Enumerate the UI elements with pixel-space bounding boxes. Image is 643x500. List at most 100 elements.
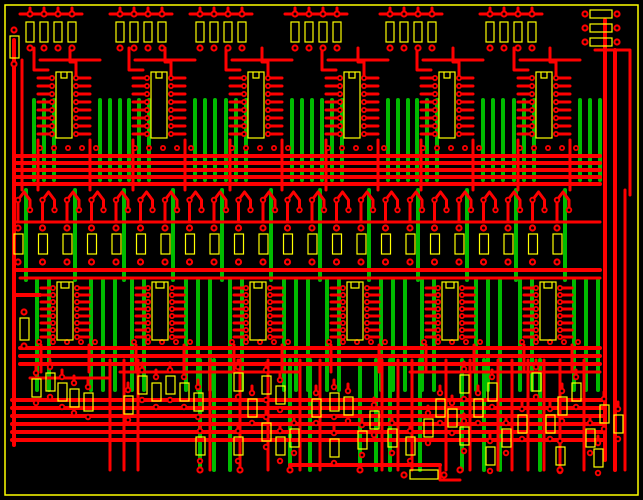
pad-hole: [140, 368, 144, 372]
pad-hole: [450, 401, 454, 405]
pad-hole: [244, 286, 248, 290]
pad-hole: [242, 108, 246, 112]
pad-hole: [114, 260, 118, 264]
mid-resistor-outline: [454, 233, 465, 255]
pad-hole: [187, 260, 192, 264]
pad-hole: [368, 146, 372, 150]
pad-hole: [266, 100, 270, 104]
top-resistor-outline: [290, 21, 300, 43]
pad-hole: [574, 405, 578, 409]
pad-hole: [146, 335, 150, 339]
pad-hole: [554, 132, 558, 136]
top-resistor-outline: [332, 21, 342, 43]
pad-hole: [75, 300, 79, 304]
pad-hole: [240, 12, 244, 16]
pad-hole: [41, 198, 44, 202]
bottom-resistor-outline: [31, 378, 42, 398]
pad-hole: [146, 300, 150, 304]
pad-hole: [34, 401, 38, 405]
pad-hole: [326, 146, 330, 150]
pad-hole: [457, 198, 461, 202]
top-resistor-outline: [115, 21, 125, 43]
pad-hole: [138, 226, 143, 230]
bottom-resistor-outline: [195, 436, 206, 456]
diamond-trace: [310, 190, 326, 212]
pad-hole: [335, 198, 338, 202]
top-trace: [548, 46, 558, 80]
ic-notch: [155, 72, 163, 79]
pad-hole: [555, 260, 559, 264]
pad-hole: [278, 408, 282, 412]
pad-hole: [145, 116, 149, 120]
pad-hole: [341, 340, 345, 344]
pad-hole: [146, 328, 150, 332]
pad-hole: [520, 340, 524, 344]
bottom-resistor-outline: [83, 392, 94, 412]
ic-notch: [443, 72, 451, 79]
pad-hole: [457, 76, 461, 80]
pad-hole: [160, 340, 164, 344]
pad-hole: [50, 124, 54, 128]
pad-hole: [74, 132, 78, 136]
pad-hole: [334, 260, 339, 264]
pad-hole: [436, 286, 440, 290]
ic-notch: [155, 282, 165, 289]
mid-resistor-outline: [527, 233, 539, 255]
pad-hole: [388, 46, 392, 50]
pad-hole: [518, 208, 522, 212]
pad-hole: [462, 449, 466, 453]
pad-hole: [554, 76, 558, 80]
top-resistor-outline: [157, 21, 167, 43]
pad-hole: [175, 146, 179, 150]
pad-hole: [488, 469, 492, 473]
bottom-resistor-outline: [233, 372, 244, 392]
diamond-trace: [139, 190, 154, 212]
pad-hole: [212, 260, 216, 264]
pad-hole: [168, 368, 172, 372]
pad-hole: [169, 100, 173, 104]
top-trace: [163, 46, 173, 80]
pad-hole: [530, 76, 534, 80]
pad-hole: [430, 12, 434, 16]
pad-hole: [372, 403, 376, 407]
pad-hole: [242, 84, 246, 88]
pad-hole: [65, 340, 69, 344]
pad-hole: [574, 375, 578, 379]
pad-hole: [558, 286, 562, 290]
pad-hole: [358, 468, 362, 472]
pad-hole: [588, 451, 592, 455]
pad-hole: [145, 100, 149, 104]
pad-hole: [146, 46, 150, 50]
pad-hole: [138, 260, 143, 264]
pad-hole: [170, 335, 174, 339]
top-resistor-outline: [499, 21, 509, 43]
pad-hole: [40, 260, 45, 264]
pad-hole: [460, 307, 464, 311]
pad-hole: [310, 260, 314, 264]
mid-resistor-outline: [37, 233, 49, 255]
pad-hole: [60, 375, 64, 379]
pad-hole: [558, 300, 562, 304]
pad-hole: [530, 100, 534, 104]
pad-hole: [37, 340, 41, 344]
pad-hole: [426, 441, 430, 445]
pad-hole: [48, 365, 52, 369]
pad-hole: [338, 116, 342, 120]
pad-hole: [28, 46, 32, 50]
pad-hole: [362, 84, 366, 88]
pad-hole: [80, 146, 84, 150]
pad-hole: [583, 40, 587, 44]
pad-hole: [151, 208, 154, 212]
diamond-trace: [212, 190, 228, 212]
bottom-resistor-outline: [387, 428, 398, 448]
pad-hole: [457, 92, 461, 96]
pad-hole: [558, 335, 562, 339]
pad-hole: [530, 226, 535, 230]
pad-hole: [28, 208, 32, 212]
pad-hole: [436, 328, 440, 332]
ic-outline: [56, 281, 74, 341]
pad-hole: [554, 116, 558, 120]
diamond-trace: [359, 190, 375, 212]
top-resistor-outline: [304, 21, 314, 43]
mid-resistor-outline: [307, 233, 318, 255]
